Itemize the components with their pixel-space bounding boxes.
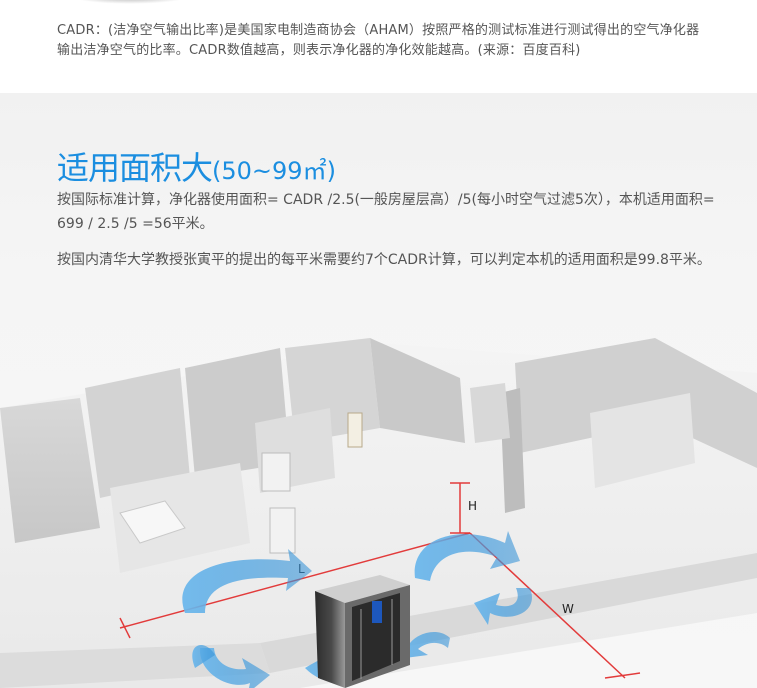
coverage-tsinghua-paragraph: 按国内清华大学教授张寅平的提出的每平米需要约7个CADR计算，可以判定本机的适用… bbox=[57, 252, 711, 268]
cadr-note: CADR：(洁净空气输出比率)是美国家电制造商协会（AHAM）按照严格的测试标准… bbox=[57, 23, 700, 58]
airflow-arrow-icon bbox=[182, 549, 312, 613]
section-title-main: 适用面积大 bbox=[57, 149, 213, 187]
product-shadow bbox=[70, 0, 190, 4]
airflow-arrow-icon bbox=[414, 531, 520, 581]
air-purifier bbox=[315, 575, 410, 688]
airflow-arrow-icon bbox=[474, 588, 532, 625]
airflow-arrow-icon bbox=[400, 631, 450, 658]
note-band: CADR：(洁净空气输出比率)是美国家电制造商协会（AHAM）按照严格的测试标准… bbox=[0, 0, 757, 93]
airflow-arrow-icon bbox=[192, 645, 215, 668]
airflow-arrow-icon bbox=[199, 648, 270, 688]
height-label: H bbox=[468, 499, 477, 513]
room-illustration: H L W bbox=[0, 338, 757, 688]
coverage-formula-paragraph: 按国际标准计算，净化器使用面积= CADR /2.5(一般房屋层高）/5(每小时… bbox=[57, 192, 715, 232]
section-title-range: (50~99㎡) bbox=[212, 157, 336, 185]
coverage-section: 适用面积大(50~99㎡) 按国际标准计算，净化器使用面积= CADR /2.5… bbox=[0, 93, 757, 688]
width-label: W bbox=[562, 602, 574, 616]
section-title: 适用面积大(50~99㎡) bbox=[57, 143, 336, 189]
